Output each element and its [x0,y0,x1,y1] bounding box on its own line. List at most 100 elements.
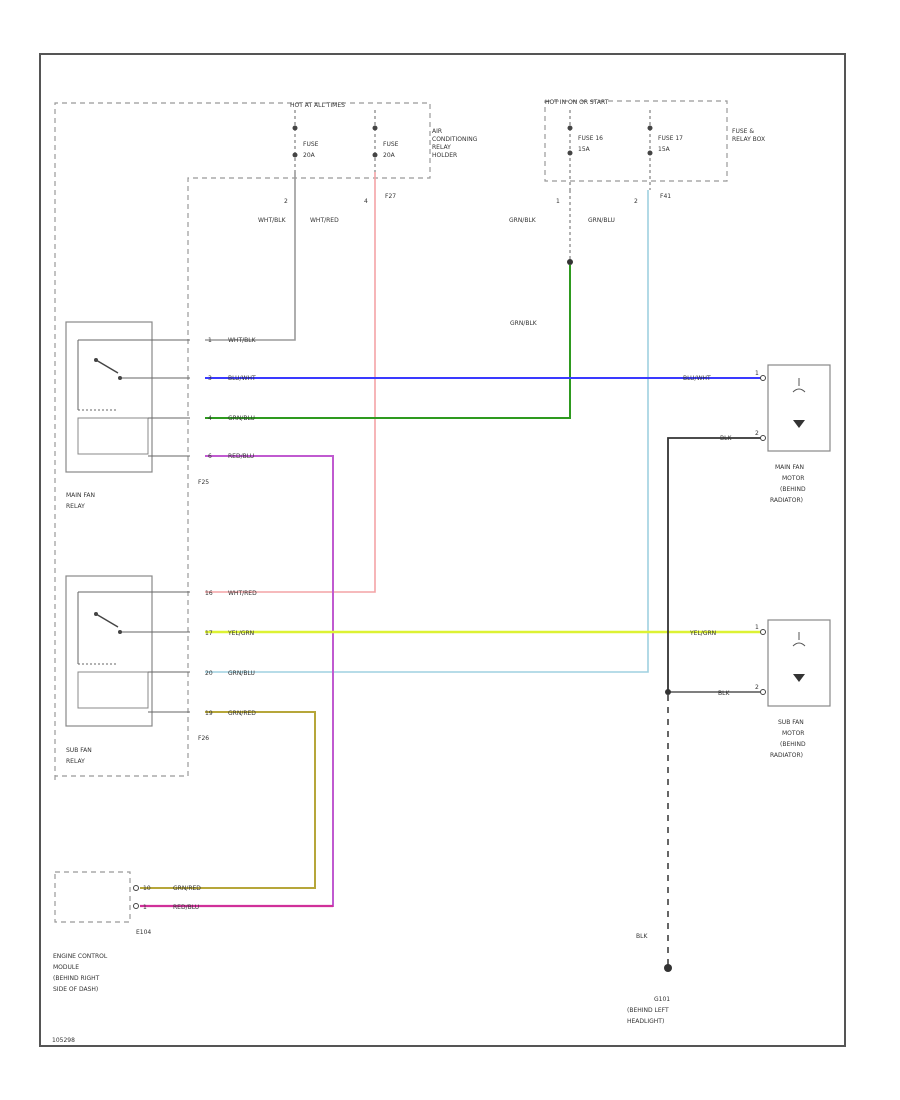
wire-label-grn-red-ecm: GRN/RED [173,885,201,892]
wire-grn-blk [205,265,571,419]
wire-label-grn-blu: GRN/BLU [588,217,615,224]
fuse-relay-box-label-2: RELAY BOX [732,136,765,143]
wire-label-grn-blk-splice: GRN/BLK [510,320,538,327]
sub-fan-motor-label-4: RADIATOR) [770,752,803,759]
wire-label-red-blu-ecm: RED/BLU [173,904,199,911]
wire-label-blu-wht: BLU/WHT [228,375,256,382]
splice-point [567,259,573,265]
sub-fan-relay [65,575,190,727]
main-fan-relay-label-2: RELAY [66,503,85,510]
wire-grn-blu-sub-feed [205,190,649,673]
connector-e104: E104 [136,929,151,936]
dashed-outlines [54,100,728,923]
wire-label-blu-wht-motor: BLU/WHT [683,375,711,382]
sub-fan-motor-label-3: (BEHIND [780,741,806,748]
main-fan-motor-label-2: MOTOR [782,475,804,482]
ground-label-3: HEADLIGHT) [627,1018,664,1025]
fuse-b-rating: 20A [383,152,396,159]
wire-grn-red [140,711,316,889]
main-fan-motor-label-1: MAIN FAN [775,464,804,471]
ground-label-1: G101 [654,996,670,1003]
engine-control-module [133,885,139,909]
wire-wht-blk [205,172,296,341]
ground-splice [665,689,671,695]
wire-label-yel-grn-motor: YEL/GRN [689,630,716,637]
wire-label-grn-blu-main: GRN/BLU [228,415,255,422]
connector-f27: F27 [385,193,396,200]
fuse-relay-box-outline [544,100,728,182]
wire-label-grn-blu-sub: GRN/BLU [228,670,255,677]
wire-label-grn-red: GRN/RED [228,710,256,717]
sub-fan-motor-label-2: MOTOR [782,730,804,737]
sub-fan-relay-label-1: SUB FAN [66,747,92,754]
main-fan-relay-label-1: MAIN FAN [66,492,95,499]
diagram-frame [39,53,846,1047]
ecm-pin-1: 1 [143,904,147,911]
main-relay-pin-3: 3 [208,375,212,382]
fuse-b: FUSE 20A [372,110,399,172]
fuse-17: FUSE 17 15A [647,110,683,190]
main-fan-motor-label-3: (BEHIND [780,486,806,493]
ac-relay-holder-label-3: RELAY [432,144,451,151]
sub-fan-relay-label-2: RELAY [66,758,85,765]
ecm-outline [54,871,131,923]
main-fan-motor [760,364,831,452]
sub-motor-pin-1: 1 [755,624,759,631]
wire-blk-main [667,437,765,692]
pin-2b: 2 [634,198,638,205]
fuse-a-rating: 20A [303,152,316,159]
main-relay-pin-4: 4 [208,415,212,422]
wire-label-blk-sub: BLK [718,690,730,697]
connector-f26: F26 [198,735,209,742]
wire-label-red-blu: RED/BLU [228,453,254,460]
sub-relay-pin-17: 17 [205,630,213,637]
fuse-16-rating: 15A [578,146,591,153]
fuse-a: FUSE 20A [292,110,319,172]
sub-relay-pin-20: 20 [205,670,213,677]
wire-label-blk-ground: BLK [636,933,648,940]
pin-4: 4 [364,198,368,205]
ecm-label-1: ENGINE CONTROL [53,953,108,960]
ecm-label-2: MODULE [53,964,79,971]
ac-relay-holder-label-1: AIR [432,128,442,135]
main-motor-pin-2: 2 [755,430,759,437]
ground-label-2: (BEHIND LEFT [627,1007,669,1014]
sub-relay-pin-19: 19 [205,710,213,717]
connector-f41: F41 [660,193,671,200]
fuse-a-name: FUSE [303,141,319,148]
wire-label-grn-blk-1: GRN/BLK [509,217,537,224]
wire-label-wht-blk: WHT/BLK [258,217,287,224]
ground-point [664,964,672,972]
wire-label-blk-main: BLK [720,435,732,442]
sub-motor-pin-2: 2 [755,684,759,691]
ecm-label-4: SIDE OF DASH) [53,986,98,993]
wire-label-yel-grn: YEL/GRN [227,630,254,637]
diagram-code: 105298 [52,1037,75,1044]
ac-relay-holder-label-2: CONDITIONING [432,136,478,143]
pin-2a: 2 [284,198,288,205]
wire-label-wht-red: WHT/RED [310,217,339,224]
fuse-relay-box-label-1: FUSE & [732,128,754,135]
main-relay-pin-6: 6 [208,453,212,460]
fuse-16-name: FUSE 16 [578,135,603,142]
pin-1a: 1 [556,198,560,205]
sub-fan-motor-label-1: SUB FAN [778,719,804,726]
hot-at-all-times-label: HOT AT ALL TIMES [290,102,345,109]
hot-in-on-or-start-label: HOT IN ON OR START [545,99,609,106]
fuse-16: FUSE 16 15A [567,110,603,190]
connector-f25: F25 [198,479,209,486]
fuse-b-name: FUSE [383,141,399,148]
wire-red-blu [140,455,334,907]
ecm-label-3: (BEHIND RIGHT [53,975,100,982]
wire-label-wht-red-sub: WHT/RED [228,590,257,597]
wire-label-wht-blk-relay: WHT/BLK [228,337,257,344]
main-motor-pin-1: 1 [755,370,759,377]
sub-fan-motor [760,619,831,707]
ac-relay-holder-outline [54,102,431,780]
wire-wht-red [205,172,376,593]
main-fan-relay [65,321,190,473]
main-relay-pin-1: 1 [208,337,212,344]
ac-relay-holder-label-4: HOLDER [432,152,457,159]
ecm-pin-10: 10 [143,885,151,892]
